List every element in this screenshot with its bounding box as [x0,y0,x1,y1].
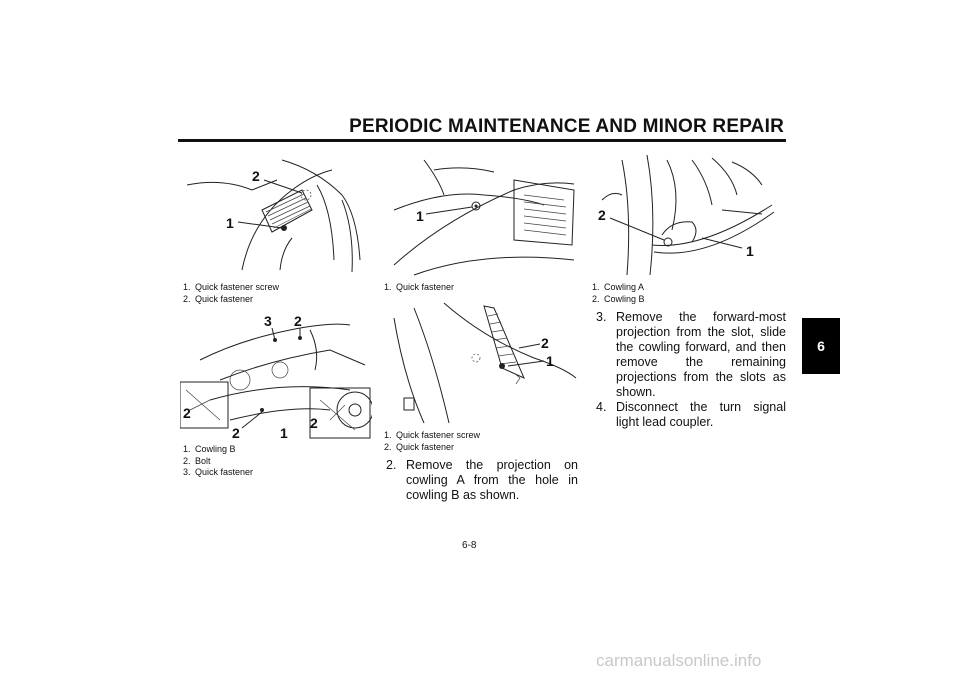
step-3: 3. Remove the forward-most projection fr… [596,310,786,399]
figure-1-callout-1: 1 [226,215,234,231]
steps-right: 3. Remove the forward-most projection fr… [596,310,786,430]
chapter-tab: 6 [802,318,840,374]
figure-5-caption: 1.Quick fastener screw 2.Quick fastener [384,430,481,452]
page-header: PERIODIC MAINTENANCE AND MINOR REPAIR [349,116,784,137]
figure-4-callout-2-right: 2 [310,415,318,431]
page-number: 6-8 [462,540,477,551]
figure-4-callout-3: 3 [264,313,272,329]
figure-3-callout-1: 1 [746,243,754,259]
figure-3-callout-2: 2 [598,207,606,223]
figure-1-quick-fastener-screw: 2 1 [182,150,370,278]
figure-3-cowling-a-b: 2 1 [592,150,782,278]
figure-5-callout-2: 2 [541,335,549,351]
figure-2-caption: 1.Quick fastener [384,282,455,292]
figure-4-callout-2-bottom: 2 [232,425,240,440]
figure-4-callout-2-top: 2 [294,313,302,329]
figure-2-callout-1: 1 [416,208,424,224]
steps-middle: 2. Remove the projection on cowling A fr… [386,458,578,503]
watermark: carmanualsonline.info [596,651,762,670]
figure-4-callout-2-left: 2 [183,405,191,421]
figure-4-callout-1: 1 [280,425,288,440]
step-2: 2. Remove the projection on cowling A fr… [386,458,578,502]
figure-1-callout-2: 2 [252,168,260,184]
figure-5-quick-fastener-screw: 2 1 [384,298,580,426]
step-4: 4. Disconnect the turn signal light lead… [596,400,786,429]
figure-4-cowling-b-bolts: 3 2 2 2 1 2 [180,310,372,440]
figure-4-caption: 1.Cowling B 2.Bolt 3.Quick fastener [183,444,254,477]
figure-3-caption: 1.Cowling A 2.Cowling B [592,282,645,304]
header-rule [178,139,786,142]
figure-1-caption: 1.Quick fastener screw 2.Quick fastener [183,282,280,304]
figure-5-callout-1: 1 [546,353,554,369]
figure-2-quick-fastener: 1 [384,150,580,278]
